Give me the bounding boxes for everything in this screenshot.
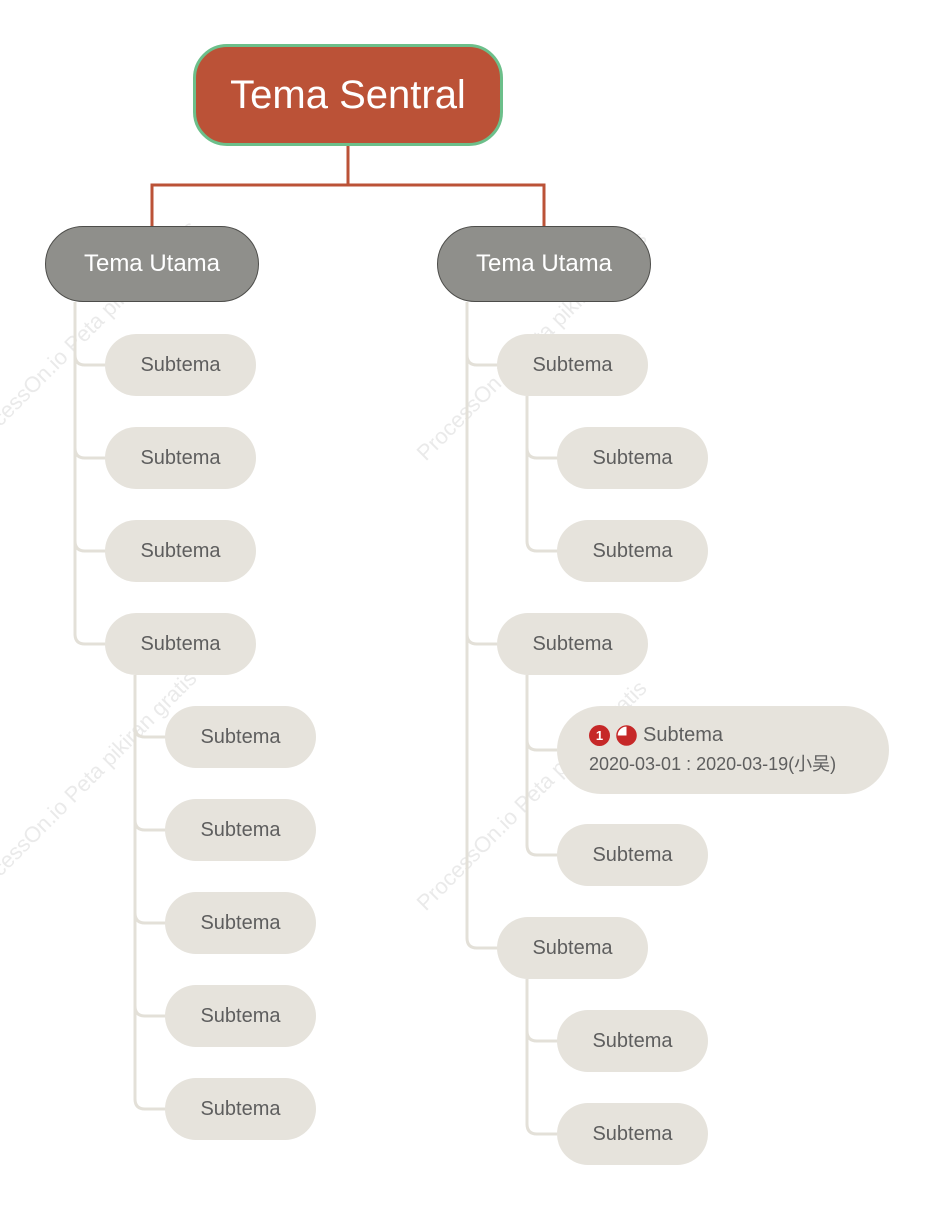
connector-right-sub-1	[465, 354, 497, 367]
subtopic-label: Subtema	[592, 1029, 673, 1052]
subtopic-left-4-child-4[interactable]: Subtema	[165, 985, 316, 1047]
subtopic-right-1[interactable]: Subtema	[497, 334, 648, 396]
task-header: 1 Subtema	[589, 724, 723, 747]
connector-left-nested-trunk	[133, 675, 165, 1111]
subtopic-label: Subtema	[592, 539, 673, 562]
subtopic-right-3-child-2[interactable]: Subtema	[557, 1103, 708, 1165]
connector-right-s2-trunk	[525, 675, 557, 857]
subtopic-left-4-child-2[interactable]: Subtema	[165, 799, 316, 861]
subtopic-left-4-child-1[interactable]: Subtema	[165, 706, 316, 768]
three-quarter-pie-icon	[616, 725, 637, 746]
subtopic-left-1[interactable]: Subtema	[105, 334, 256, 396]
connector-right-s3-c1	[525, 1030, 557, 1043]
connector-right-s1-trunk	[525, 396, 557, 553]
subtopic-right-1-child-1[interactable]: Subtema	[557, 427, 708, 489]
connector-right-s1-c1	[525, 447, 557, 460]
central-topic-label: Tema Sentral	[230, 72, 466, 117]
connector-left-nested-4	[133, 1005, 165, 1018]
connector-right-trunk	[465, 302, 497, 950]
task-date-range: 2020-03-01 : 2020-03-19(小吴)	[589, 754, 837, 774]
connector-left-sub-3	[73, 540, 105, 553]
connector-left-trunk	[73, 302, 105, 646]
subtopic-label: Subtema	[592, 1122, 673, 1145]
subtopic-label: Subtema	[200, 818, 281, 841]
connector-left-sub-1	[73, 354, 105, 367]
connector-left-nested-2	[133, 819, 165, 832]
subtopic-left-2[interactable]: Subtema	[105, 427, 256, 489]
main-topic-label: Tema Utama	[83, 250, 221, 277]
subtopic-label: Subtema	[140, 353, 221, 376]
subtopic-label: Subtema	[532, 632, 613, 655]
subtopic-label: Subtema	[200, 1004, 281, 1027]
subtopic-right-2[interactable]: Subtema	[497, 613, 648, 675]
connector-right-s3-trunk	[525, 979, 557, 1136]
subtopic-label: Subtema	[532, 936, 613, 959]
subtopic-left-3[interactable]: Subtema	[105, 520, 256, 582]
subtopic-right-2-child-2[interactable]: Subtema	[557, 824, 708, 886]
subtopic-label: Subtema	[140, 446, 221, 469]
subtopic-label: Subtema	[200, 725, 281, 748]
subtopic-label: Subtema	[592, 446, 673, 469]
connector-right-sub-2	[465, 633, 497, 646]
main-topic-right[interactable]: Tema Utama	[437, 226, 651, 302]
subtopic-label: Subtema	[140, 539, 221, 562]
main-topic-left[interactable]: Tema Utama	[45, 226, 259, 302]
task-label: Subtema	[643, 724, 724, 746]
priority-1-icon: 1	[589, 725, 610, 746]
subtopic-right-3-child-1[interactable]: Subtema	[557, 1010, 708, 1072]
central-topic[interactable]: Tema Sentral	[193, 44, 503, 146]
connector-left-nested-3	[133, 912, 165, 925]
subtopic-label: Subtema	[200, 911, 281, 934]
connector-left-sub-2	[73, 447, 105, 460]
subtopic-label: Subtema	[140, 632, 221, 655]
subtopic-right-1-child-2[interactable]: Subtema	[557, 520, 708, 582]
connector-left-nested-1	[133, 726, 165, 739]
connector-right-s2-c1	[525, 739, 557, 752]
connector-main-left	[150, 146, 350, 226]
task-subtopic[interactable]: 1 Subtema 2020-03-01 : 2020-03-19(小吴)	[557, 706, 889, 794]
subtopic-label: Subtema	[200, 1097, 281, 1120]
connector-main-right	[348, 183, 546, 226]
subtopic-label: Subtema	[592, 843, 673, 866]
subtopic-left-4-child-5[interactable]: Subtema	[165, 1078, 316, 1140]
subtopic-label: Subtema	[532, 353, 613, 376]
main-topic-label: Tema Utama	[475, 250, 613, 277]
subtopic-left-4-child-3[interactable]: Subtema	[165, 892, 316, 954]
subtopic-right-3[interactable]: Subtema	[497, 917, 648, 979]
subtopic-left-4[interactable]: Subtema	[105, 613, 256, 675]
